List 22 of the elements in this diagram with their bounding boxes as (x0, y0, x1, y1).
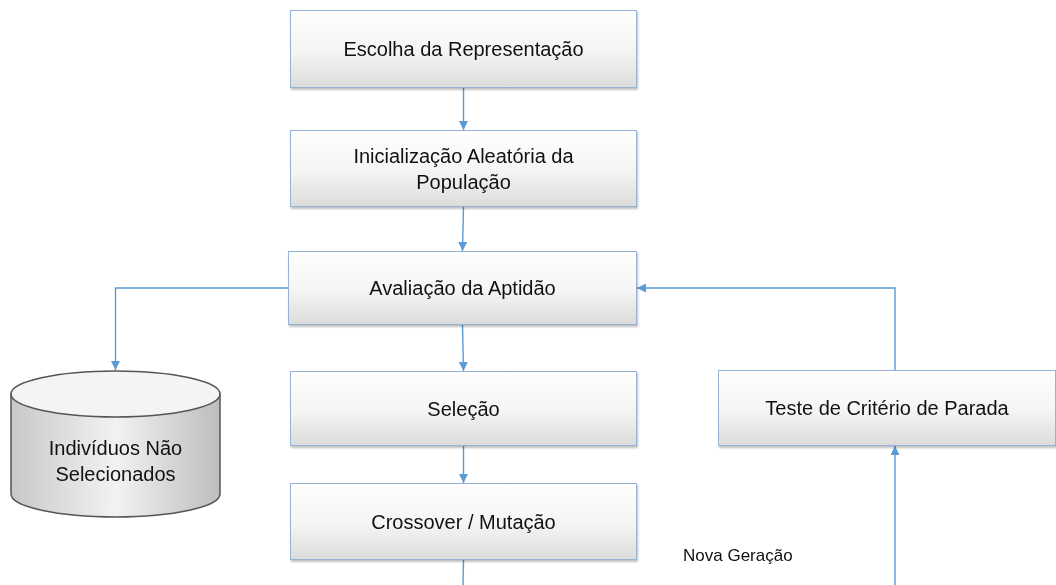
node-label: Inicialização Aleatória da População (352, 143, 575, 195)
node-label: Indivíduos Não Selecionados (48, 437, 183, 485)
process-box (290, 371, 637, 446)
arrow (458, 206, 468, 252)
database-cylinder (10, 370, 221, 518)
arrow (458, 324, 468, 372)
process-box (290, 483, 637, 560)
process-box (290, 130, 637, 207)
process-box (288, 251, 637, 325)
node-label: Teste de Critério de Parada (765, 396, 1009, 421)
node-label: Escolha da Representação (343, 37, 584, 62)
process-box (290, 10, 637, 88)
node-label: Avaliação da Aptidão (369, 276, 556, 301)
node-label: Seleção (427, 396, 500, 422)
process-box (718, 370, 1056, 446)
node-label: Crossover / Mutação (371, 509, 556, 535)
arrow (459, 445, 468, 484)
arrow (459, 87, 468, 131)
arrow (636, 283, 896, 371)
note-text: Nova Geração (683, 546, 793, 566)
arrow (890, 445, 900, 585)
arrow (111, 287, 289, 371)
